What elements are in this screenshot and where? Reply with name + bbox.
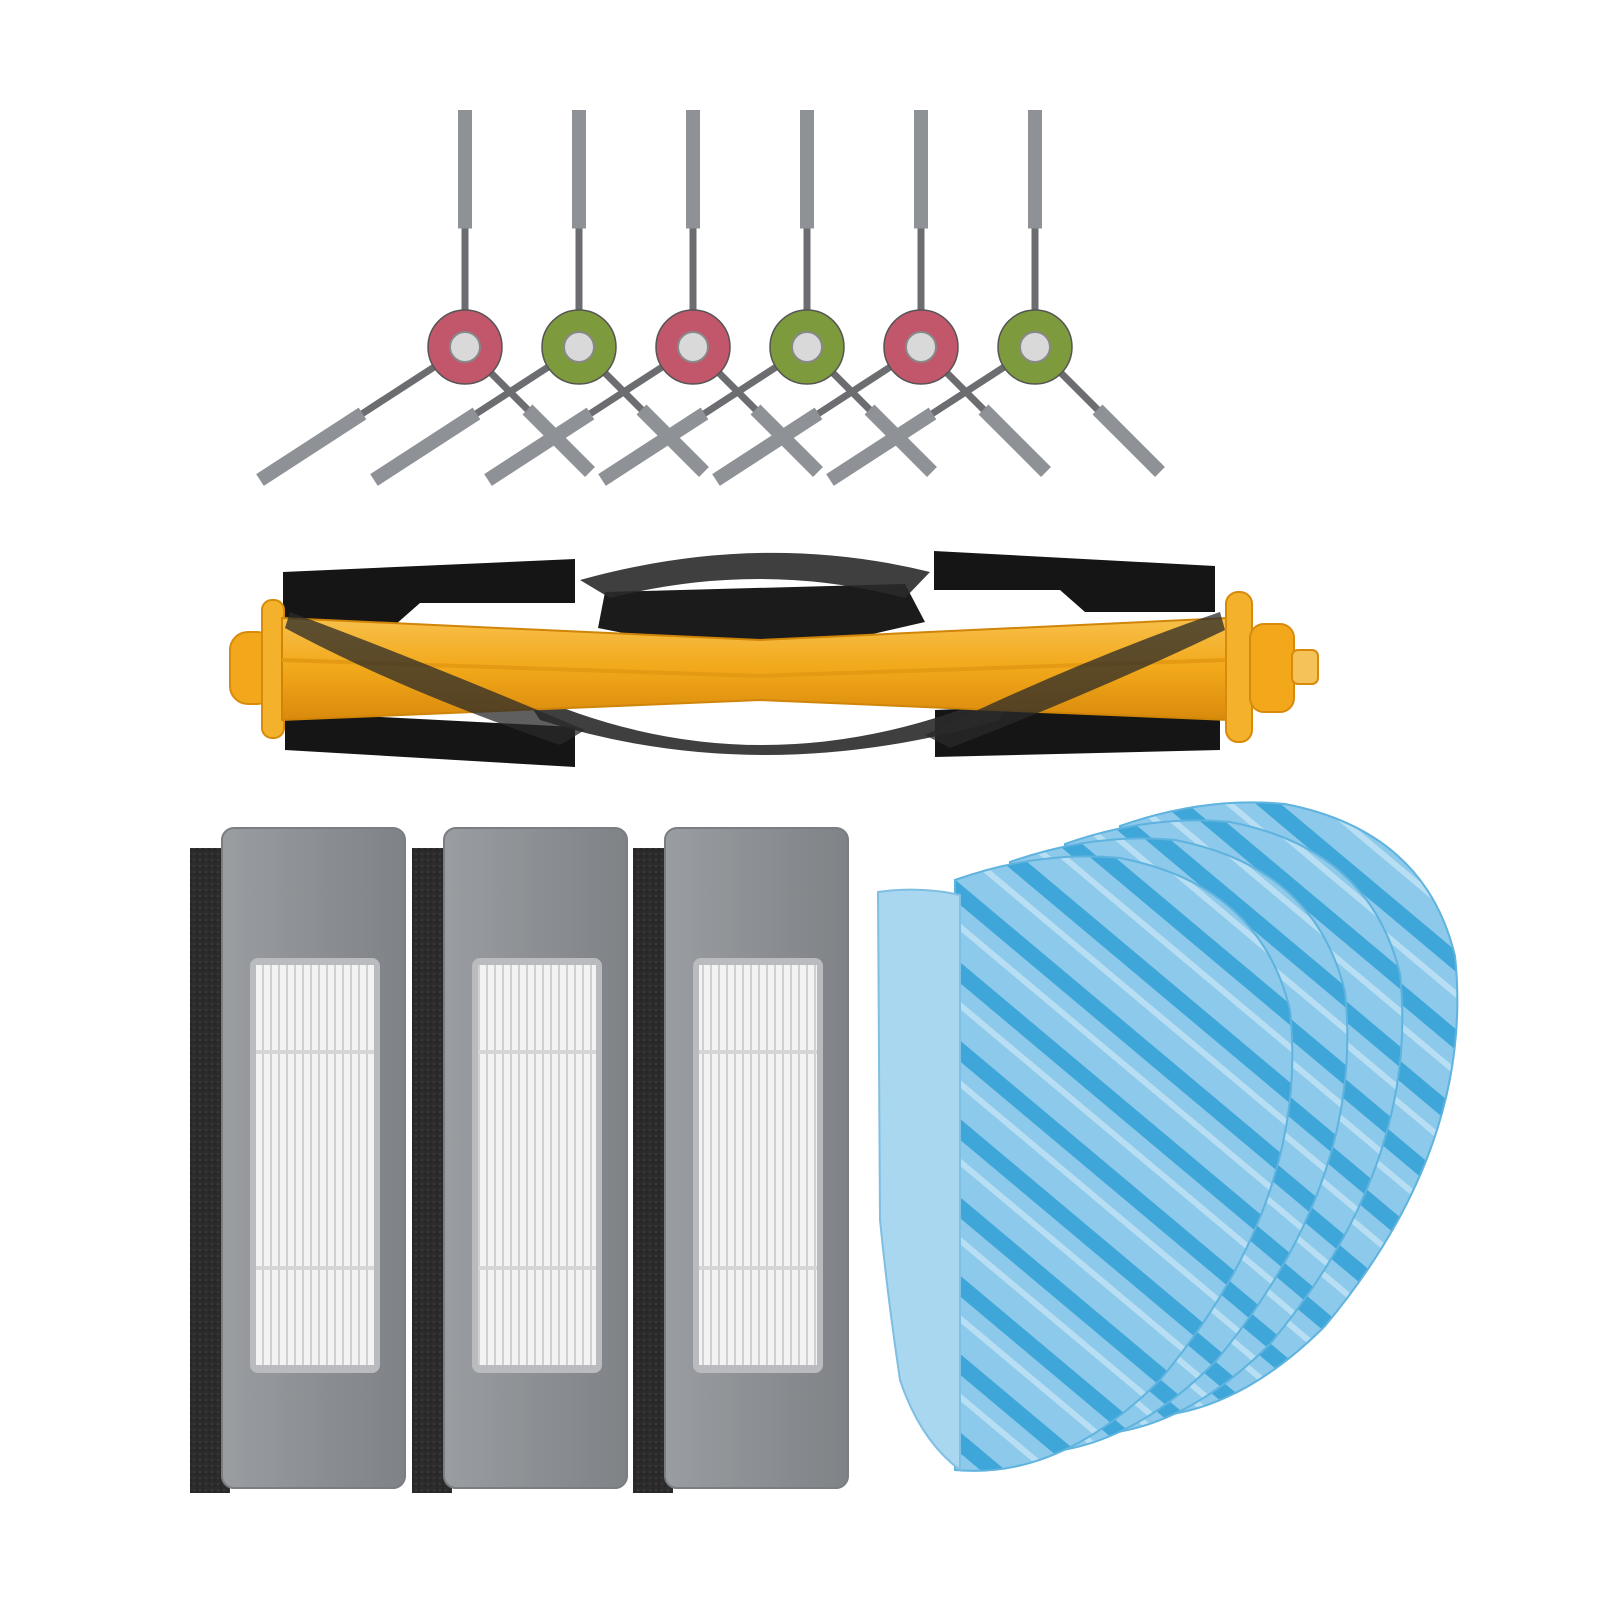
roller-end-disc-left	[261, 599, 285, 739]
side-brush-hub-center	[791, 331, 823, 363]
side-brush-bristles	[484, 407, 595, 486]
side-brush-bristles	[712, 407, 823, 486]
side-brush-hub-center	[905, 331, 937, 363]
side-brush-bristles	[978, 404, 1051, 477]
side-brush-bristles	[826, 407, 937, 486]
mop-pad-tab	[876, 888, 961, 1473]
roller-core-ridge	[281, 658, 1229, 679]
roller-bristle-sweep-right	[925, 612, 1225, 748]
side-brush-hub-center	[677, 331, 709, 363]
hepa-filter	[190, 827, 406, 1493]
roller-flap-bottom-left	[285, 712, 575, 767]
side-brush-group	[256, 110, 1165, 486]
side-brush-hub-center	[563, 331, 595, 363]
side-brush	[712, 110, 1051, 486]
filter-pleats	[478, 965, 596, 1365]
filter-pleats	[256, 965, 374, 1365]
roller-end-cap-right	[1249, 623, 1295, 713]
roller-flap-left	[283, 559, 575, 625]
side-brush	[256, 110, 595, 486]
side-brush-bristles	[370, 407, 481, 486]
side-brush-hub-center	[449, 331, 481, 363]
side-brush	[826, 110, 1165, 486]
roller-bristle-sweep-left	[285, 612, 585, 745]
mop-pad-cloth	[954, 855, 1294, 1472]
hepa-filter	[633, 827, 849, 1493]
side-brush-bristles	[1092, 404, 1165, 477]
filter-pleats	[699, 965, 817, 1365]
side-brush-bristles	[598, 407, 709, 486]
side-brush-hub-center	[1019, 331, 1051, 363]
hepa-filter	[412, 827, 628, 1493]
roller-flap-right	[934, 551, 1215, 612]
side-brush	[484, 110, 823, 486]
roller-bristles-bottom	[520, 690, 1010, 755]
roller-end-disc-right	[1225, 591, 1253, 743]
side-brush-bristles	[256, 407, 367, 486]
mop-pad-group	[876, 801, 1459, 1473]
mop-pad	[876, 855, 1294, 1473]
main-roller-brush	[229, 551, 1319, 767]
roller-axle-pin	[1291, 649, 1319, 685]
roller-bristles-top	[580, 552, 930, 598]
hepa-filter-group	[190, 827, 849, 1493]
